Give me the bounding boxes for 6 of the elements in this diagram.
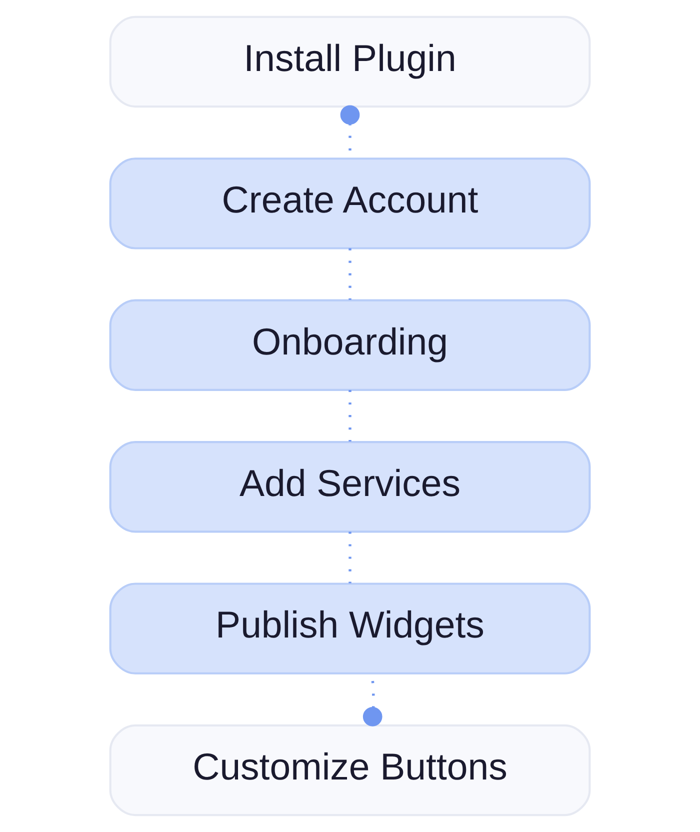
node-box: Publish Widgets [109,582,591,674]
node-box: Onboarding [109,299,591,391]
node-box: Add Services [109,441,591,533]
node-box: Install Plugin [109,16,591,108]
node-box: Customize Buttons [109,724,591,816]
node-box: Create Account [109,158,591,250]
